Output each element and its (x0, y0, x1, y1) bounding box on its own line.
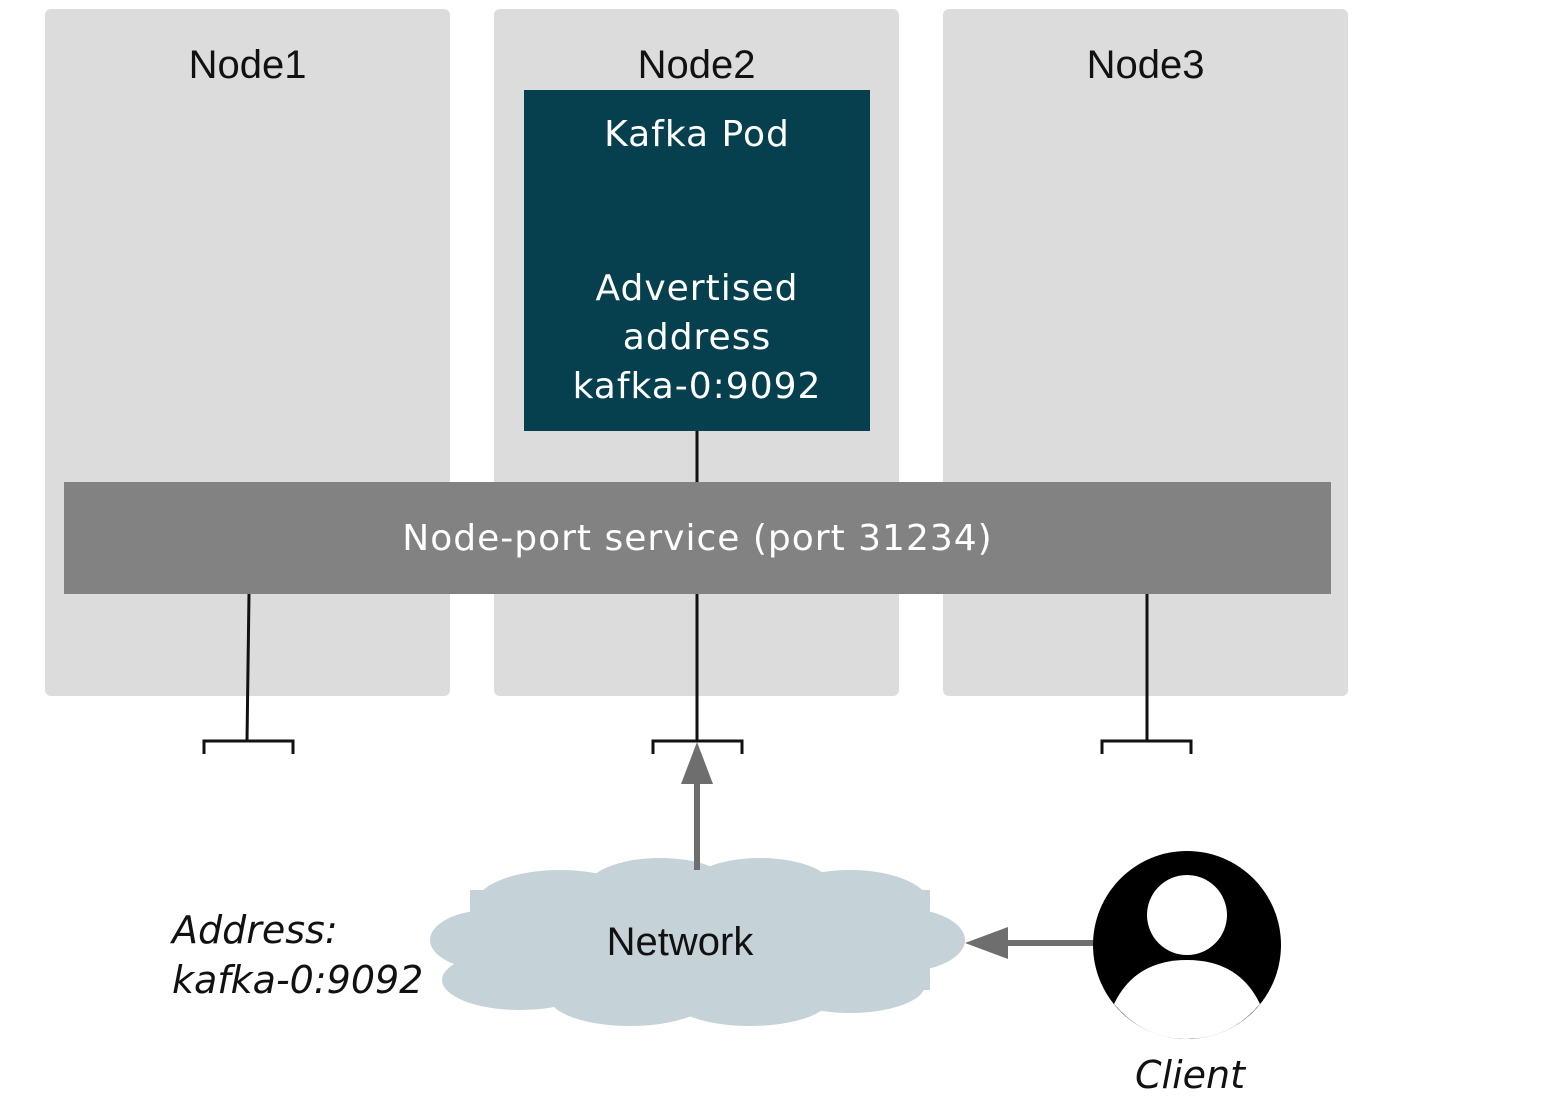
kafka-pod: Kafka Pod Advertised address kafka-0:909… (524, 90, 870, 431)
node-2-title: Node2 (637, 43, 756, 87)
address-label-line-2: kafka-0:9092 (172, 958, 424, 1002)
node-3-title: Node3 (1086, 43, 1205, 87)
network-to-node-arrow (681, 742, 713, 870)
advertised-address-line-3: kafka-0:9092 (572, 366, 822, 407)
node-1-port-connector (202, 593, 295, 754)
address-label-line-1: Address: (172, 908, 338, 952)
kafka-pod-title: Kafka Pod (604, 114, 790, 155)
node-1-title: Node1 (188, 43, 307, 87)
node-port-service: Node-port service (port 31234) (64, 482, 1331, 594)
client-user-icon (1093, 851, 1281, 1039)
advertised-address: Advertised address kafka-0:9092 (524, 264, 870, 411)
node-2-port-connector (651, 594, 744, 754)
address-label: Address: kafka-0:9092 (172, 905, 423, 1005)
client-to-network-arrow (965, 927, 1093, 959)
node-3-port-connector (1100, 594, 1193, 754)
client-label: Client (1134, 1053, 1245, 1097)
network-cloud (430, 858, 965, 1026)
node-port-service-label: Node-port service (port 31234) (402, 517, 993, 559)
network-label: Network (606, 920, 754, 964)
advertised-address-line-1: Advertised (595, 268, 799, 309)
advertised-address-line-2: address (622, 317, 772, 358)
